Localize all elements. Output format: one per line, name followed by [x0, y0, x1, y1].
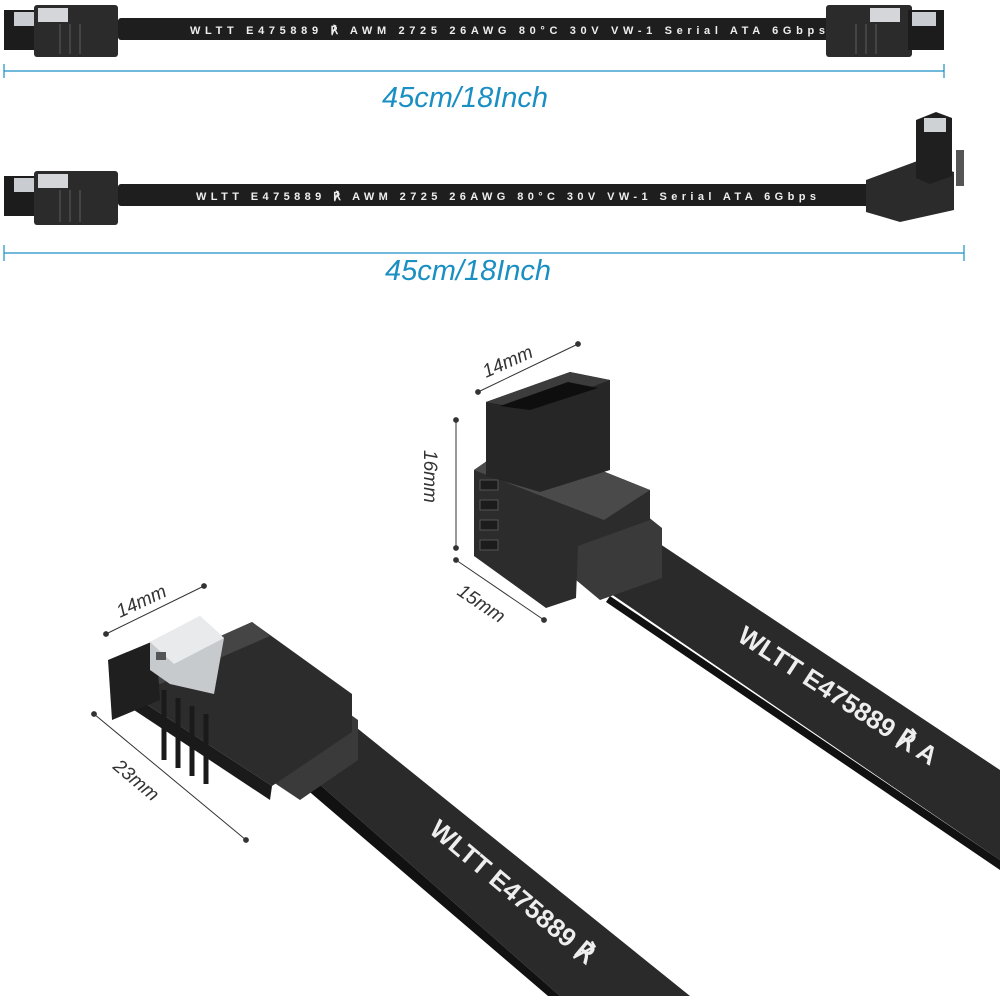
length-dimension-line-1 [3, 64, 945, 78]
cable-ribbon [292, 724, 690, 996]
grip-ridges [479, 479, 499, 551]
straight-length-label: 23mm [108, 755, 163, 806]
cable-length-label-1: 45cm/18Inch [382, 82, 549, 114]
right-angle-sata-cable: WLTT E475889 ℟ AWM 2725 26AWG 80°C 30V V… [4, 112, 964, 225]
metal-latch [150, 616, 224, 694]
right-angle-connector [866, 112, 964, 222]
angled-dimension-lines [453, 341, 581, 623]
straight-connector-closeup: WLTT E475889 ℟ [108, 616, 690, 996]
angled-connector-closeup: WLTT E475889 ℟ A [474, 372, 1000, 870]
cable-length-label-2: 45cm/18Inch [385, 255, 552, 287]
connector-mouth [108, 640, 160, 720]
angled-height-label: 16mm [419, 450, 440, 503]
right-connector [826, 5, 944, 57]
length-dimension-line-2 [3, 245, 965, 261]
cable-body [118, 18, 832, 40]
left-connector [4, 171, 118, 225]
left-connector [4, 5, 118, 57]
straight-dimension-lines [91, 583, 249, 843]
angled-width-label: 14mm [479, 342, 536, 383]
cable-ribbon [576, 520, 1000, 860]
cable-body [118, 184, 874, 206]
angled-depth-label: 15mm [453, 581, 509, 628]
straight-sata-cable: WLTT E475889 ℟ AWM 2725 26AWG 80°C 30V V… [4, 5, 944, 57]
